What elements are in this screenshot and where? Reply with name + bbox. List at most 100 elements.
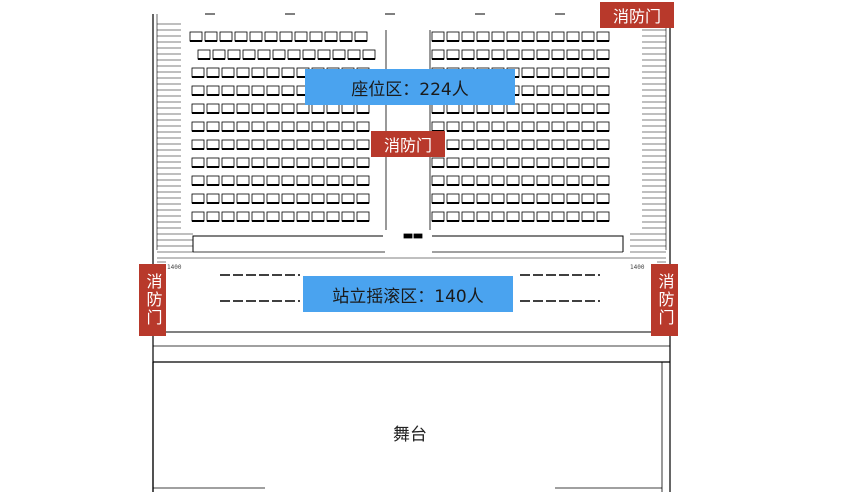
seating-zone-label: 座位区：224人 [305,69,515,105]
seat [536,85,550,96]
seat [206,121,220,132]
seat-back [222,148,234,150]
seat-back [297,76,309,78]
seat-back [447,184,459,186]
seat-back [312,130,324,132]
seat [221,103,235,114]
seat [309,31,323,42]
seat-back [237,202,249,204]
seat [566,157,580,168]
seat [506,31,520,42]
seat-back [522,58,534,60]
seat-back [477,166,489,168]
seat [536,193,550,204]
seat-back [237,184,249,186]
seat-back [282,220,294,222]
seat [521,193,535,204]
seat-back [567,94,579,96]
seat [431,211,445,222]
seat-back [282,94,294,96]
seat [521,157,535,168]
seat-back [507,130,519,132]
seat [296,139,310,150]
seat-back [582,184,594,186]
seat [581,85,595,96]
seat [221,121,235,132]
seat-back [267,220,279,222]
seat [326,193,340,204]
seat [279,31,293,42]
seat-back [207,148,219,150]
seat [356,211,370,222]
standing-zone-label: 站立摇滚区：140人 [303,276,513,312]
seat [491,157,505,168]
seat [596,193,610,204]
seat-back [207,130,219,132]
seat [362,49,376,60]
seat [596,211,610,222]
seat-back [312,202,324,204]
seat [431,175,445,186]
seat-back [582,58,594,60]
seat-back [297,130,309,132]
seat [242,49,256,60]
seat-back [432,166,444,168]
seat-back [220,40,232,42]
seat-back [597,220,609,222]
seat-back [222,76,234,78]
seat [251,157,265,168]
seat [506,103,520,114]
seat-back [582,148,594,150]
seat [191,139,205,150]
seat [311,193,325,204]
seat-back [237,166,249,168]
seat [596,139,610,150]
seat-back [258,58,270,60]
seat-block-right [431,31,610,222]
seat [431,157,445,168]
seat [551,85,565,96]
fire-exit-left: 消防门 [139,264,166,336]
seat [251,67,265,78]
seat-back [288,58,300,60]
seat [566,103,580,114]
seat [294,31,308,42]
seat [341,121,355,132]
stage-edge [152,331,670,492]
seat-back [477,130,489,132]
seat-back [297,112,309,114]
seat [476,121,490,132]
seat-back [447,148,459,150]
seat-back [567,148,579,150]
seat [191,103,205,114]
seat [431,49,445,60]
seat-back [192,148,204,150]
seat [236,193,250,204]
seat [536,103,550,114]
seat-back [537,112,549,114]
seat-back [222,202,234,204]
seat-back [492,58,504,60]
seat [536,49,550,60]
seat [431,193,445,204]
seat-back [267,184,279,186]
seat-back [192,130,204,132]
seat-back [522,202,534,204]
seat [341,139,355,150]
seat [596,103,610,114]
seat-back [252,184,264,186]
seat-back [222,220,234,222]
seat-back [348,58,360,60]
seat-back [537,94,549,96]
seat [491,211,505,222]
seat-back [273,58,285,60]
seat-back [342,166,354,168]
seat-back [192,94,204,96]
seat [281,103,295,114]
seat-back [342,202,354,204]
seat-back [327,202,339,204]
seat [521,67,535,78]
seat [341,103,355,114]
seat [521,49,535,60]
seat [506,175,520,186]
